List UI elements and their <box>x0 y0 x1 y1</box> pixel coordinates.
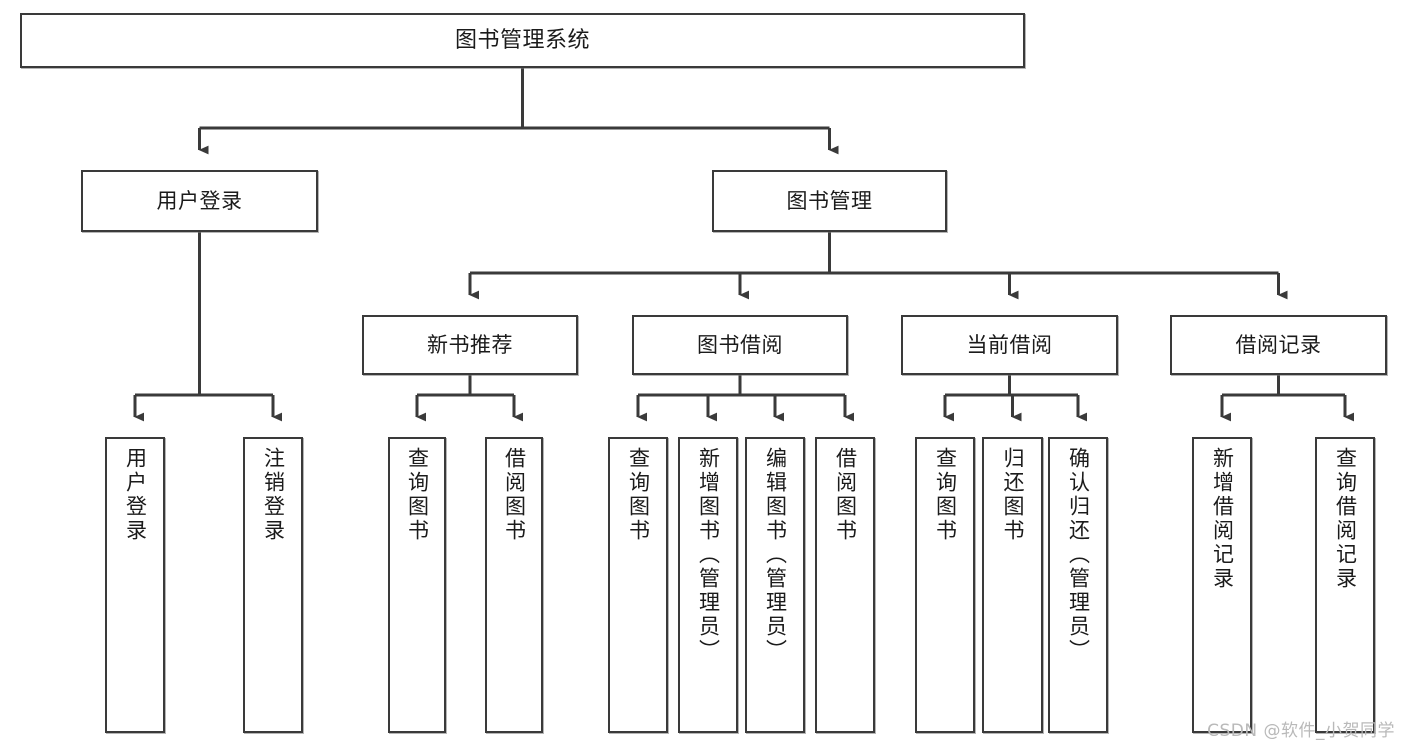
leaf-borrow-add-book-admin-label: 新增图书（管理员） <box>696 447 721 663</box>
leaf-records-query-record[interactable]: 查询借阅记录 <box>1315 437 1375 733</box>
node-root-label: 图书管理系统 <box>454 27 590 53</box>
leaf-current-return-books-label: 归还图书 <box>1001 447 1025 543</box>
leaf-records-query-record-label: 查询借阅记录 <box>1333 447 1358 591</box>
leaf-borrow-query-books[interactable]: 查询图书 <box>608 437 668 733</box>
node-root[interactable]: 图书管理系统 <box>20 13 1025 68</box>
leaf-borrow-borrow-books[interactable]: 借阅图书 <box>815 437 875 733</box>
node-new-book-recommendation[interactable]: 新书推荐 <box>362 315 578 375</box>
node-user-login-label: 用户登录 <box>156 188 243 213</box>
node-borrow-records[interactable]: 借阅记录 <box>1170 315 1387 375</box>
leaf-logout-label: 注销登录 <box>261 447 286 543</box>
leaf-user-login-label: 用户登录 <box>123 447 148 543</box>
leaf-newbook-borrow-books[interactable]: 借阅图书 <box>485 437 543 733</box>
leaf-borrow-query-books-label: 查询图书 <box>626 447 651 543</box>
leaf-logout[interactable]: 注销登录 <box>243 437 303 733</box>
node-borrow-records-label: 借阅记录 <box>1235 332 1322 357</box>
leaf-borrow-edit-book-admin[interactable]: 编辑图书（管理员） <box>745 437 805 733</box>
leaf-borrow-edit-book-admin-label: 编辑图书（管理员） <box>763 447 788 663</box>
node-book-borrowing[interactable]: 图书借阅 <box>632 315 848 375</box>
leaf-user-login[interactable]: 用户登录 <box>105 437 165 733</box>
leaf-borrow-add-book-admin[interactable]: 新增图书（管理员） <box>678 437 738 733</box>
leaf-current-confirm-return-admin[interactable]: 确认归还（管理员） <box>1048 437 1108 733</box>
node-current-borrowing[interactable]: 当前借阅 <box>901 315 1118 375</box>
leaf-records-add-record[interactable]: 新增借阅记录 <box>1192 437 1252 733</box>
leaf-current-query-books[interactable]: 查询图书 <box>915 437 975 733</box>
leaf-newbook-borrow-books-label: 借阅图书 <box>502 447 527 543</box>
leaf-records-add-record-label: 新增借阅记录 <box>1210 447 1235 591</box>
leaf-newbook-query-books[interactable]: 查询图书 <box>388 437 446 733</box>
leaf-current-return-books[interactable]: 归还图书 <box>982 437 1043 733</box>
leaf-current-query-books-label: 查询图书 <box>933 447 958 543</box>
leaf-newbook-query-books-label: 查询图书 <box>405 447 430 543</box>
leaf-current-confirm-return-admin-label: 确认归还（管理员） <box>1066 447 1091 663</box>
node-book-management-label: 图书管理 <box>786 188 873 213</box>
node-user-login[interactable]: 用户登录 <box>81 170 318 232</box>
node-book-management[interactable]: 图书管理 <box>712 170 947 232</box>
node-new-book-recommendation-label: 新书推荐 <box>427 332 513 357</box>
leaf-borrow-borrow-books-label: 借阅图书 <box>833 447 858 543</box>
node-current-borrowing-label: 当前借阅 <box>966 332 1053 357</box>
node-book-borrowing-label: 图书借阅 <box>697 332 783 357</box>
